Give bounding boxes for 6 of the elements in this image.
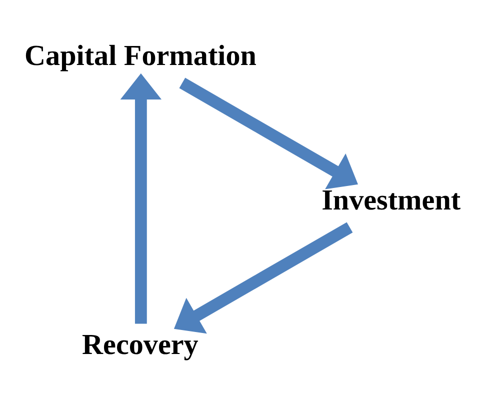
node-text: Investment [322,184,461,216]
arrow [174,222,353,334]
node-text: Recovery [82,328,198,360]
arrow [179,77,358,189]
arrow [120,72,162,324]
node-text: Capital Formation [24,40,256,72]
